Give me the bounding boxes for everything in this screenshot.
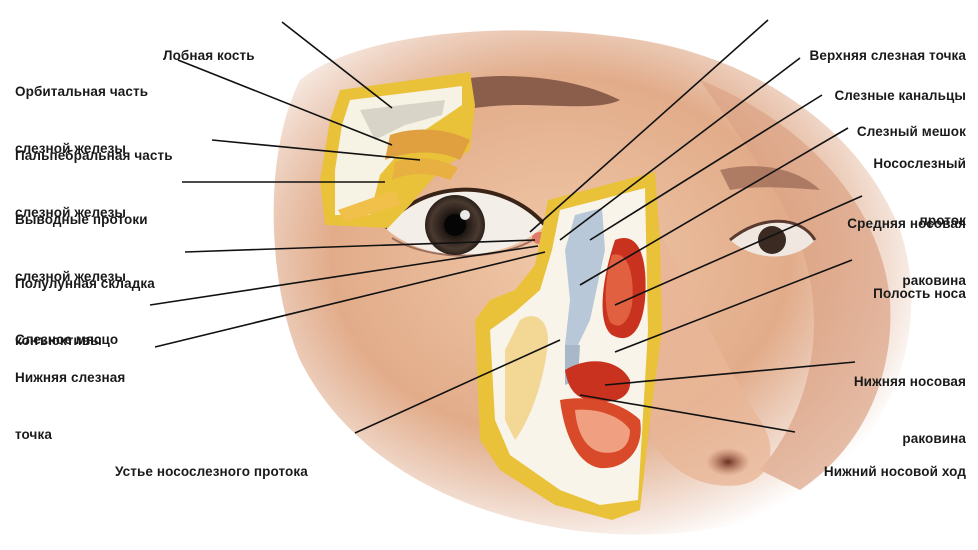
label-duct-opening: Устье носослезного протока [115,424,308,500]
label-lower-punctum: Нижняя слезная точка [15,330,125,463]
label-nasal-cavity: Полость носа [873,246,966,322]
nostril-shape [706,448,750,476]
label-frontal-bone: Лобная кость [163,8,255,84]
label-inferior-meatus: Нижний носовой ход [824,424,966,500]
